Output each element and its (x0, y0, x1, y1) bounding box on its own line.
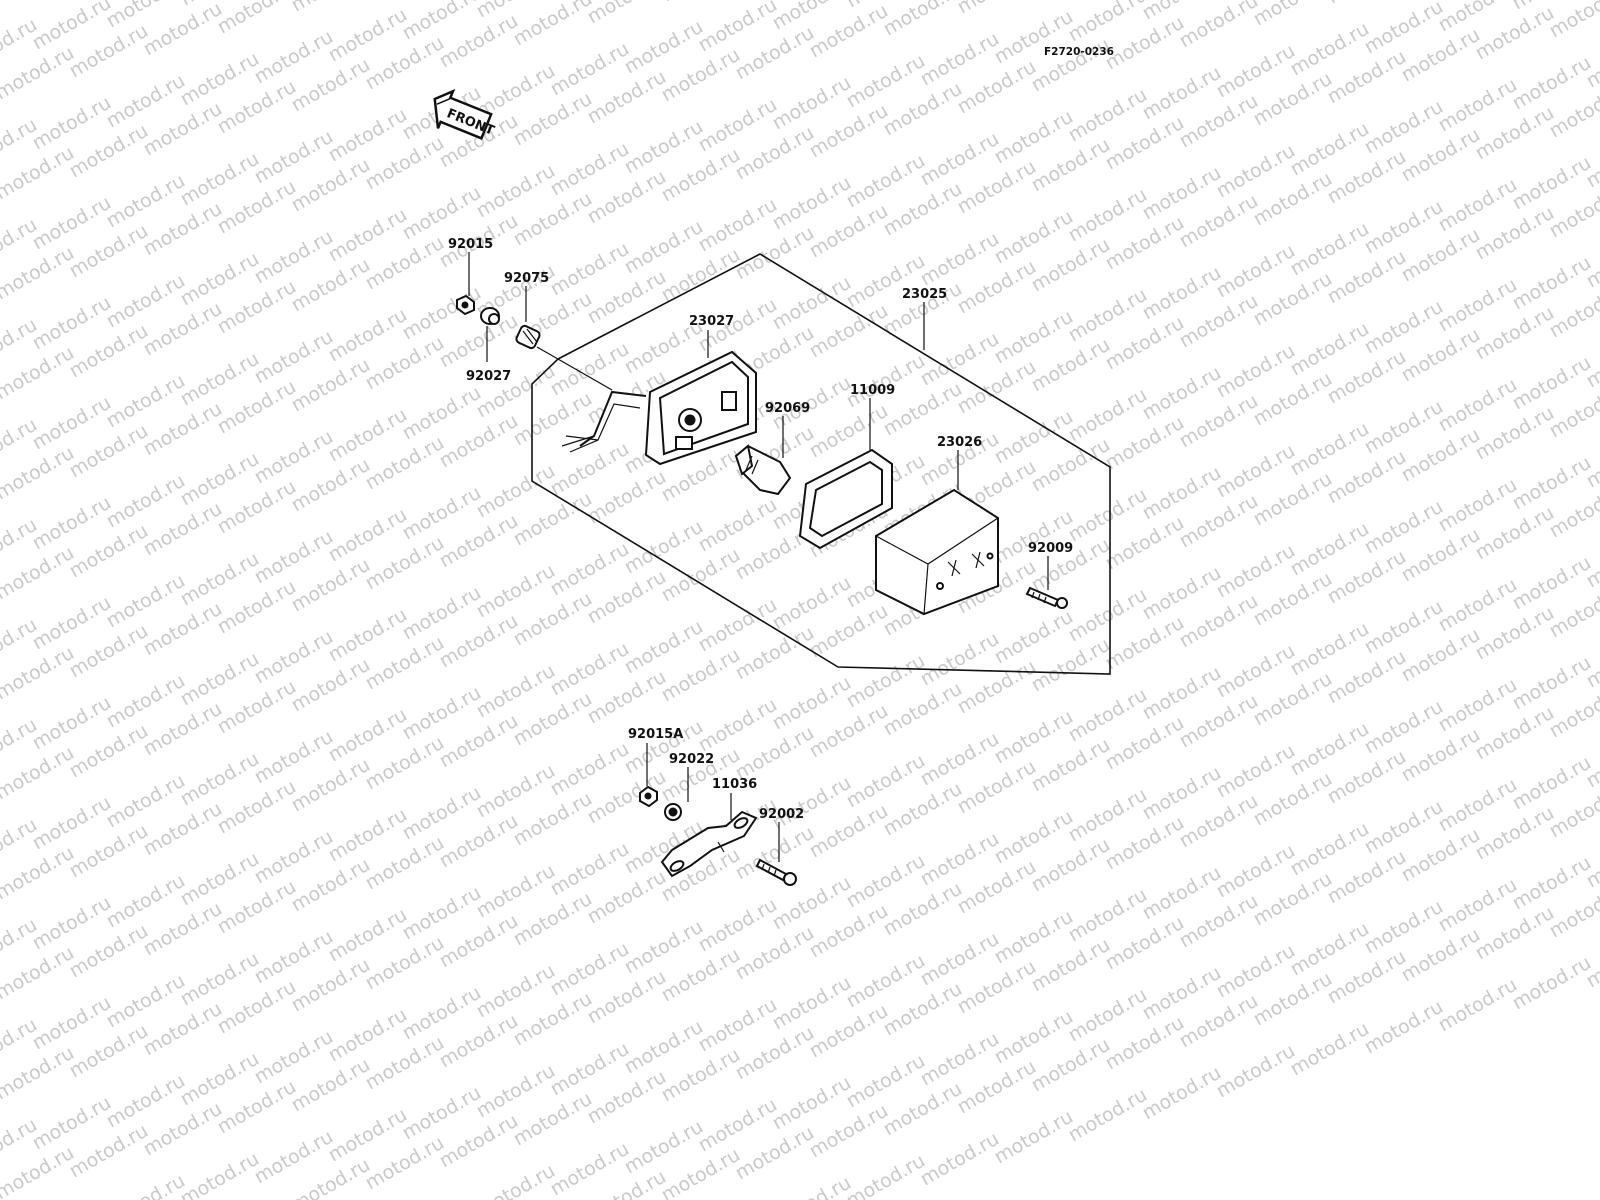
watermark-text: motod.ru (1287, 1018, 1373, 1081)
watermark-text: motod.ru (1065, 1084, 1151, 1147)
label-92069: 92069 (765, 401, 810, 416)
label-92009: 92009 (1028, 541, 1073, 556)
watermark-text: motod.ru (917, 1128, 1003, 1191)
watermark-text: motod.ru (991, 1106, 1077, 1169)
label-23025: 23025 (902, 287, 947, 302)
watermark-text: motod.ru (1176, 0, 1262, 52)
watermark-text: motod.ru (1324, 0, 1410, 8)
label-11009: 11009 (850, 383, 895, 398)
watermark-text: motod.ru (1139, 1062, 1225, 1125)
gasket-11009 (798, 448, 893, 550)
label-92002: 92002 (759, 807, 804, 822)
watermark-text: motod.ru (1361, 996, 1447, 1059)
label-92022: 92022 (669, 752, 714, 767)
watermark-text: motod.ru (1546, 0, 1600, 42)
watermark-text: motod.ru (0, 0, 78, 4)
watermark-text: motod.ru (658, 0, 744, 6)
watermark-text: motod.ru (103, 1170, 189, 1200)
watermark-text: motod.ru (1250, 0, 1336, 30)
watermark-text: motod.ru (288, 0, 374, 16)
label-23026: 23026 (937, 435, 982, 450)
assembly-outline (531, 253, 1111, 675)
wire-guide (536, 346, 613, 391)
diagram-code: F2720-0236 (1044, 46, 1114, 58)
watermark-text: motod.ru (843, 1150, 929, 1200)
screw-92009 (1025, 586, 1068, 609)
watermark-text: motod.ru (214, 0, 300, 38)
washer-92022 (664, 803, 682, 821)
grommet-92075 (515, 324, 541, 350)
watermark-text: motod.ru (510, 0, 596, 50)
label-92015: 92015 (448, 237, 493, 252)
watermark-text: motod.ru (954, 0, 1040, 18)
label-11036: 11036 (712, 777, 757, 792)
lens-23026 (875, 488, 999, 616)
label-92027: 92027 (466, 369, 511, 384)
watermark-text: motod.ru (177, 1148, 263, 1200)
watermark-text: motod.ru (769, 1172, 855, 1200)
nut-92015A (639, 785, 658, 808)
watermark-text: motod.ru (473, 1160, 559, 1200)
label-23027: 23027 (689, 314, 734, 329)
watermark-text: motod.ru (1509, 952, 1595, 1015)
watermark-text: motod.ru (584, 0, 670, 28)
washer-92027 (480, 307, 500, 325)
bracket-11036 (660, 810, 758, 878)
label-92075: 92075 (504, 271, 549, 286)
watermark-text: motod.ru (0, 1164, 4, 1200)
watermark-text: motod.ru (880, 0, 966, 40)
leader-lines (468, 252, 1049, 862)
bolt-92002 (755, 858, 797, 886)
watermark-text: motod.ru (1213, 1040, 1299, 1103)
label-92015A: 92015A (628, 727, 683, 742)
front-arrow: FRONT (433, 88, 496, 140)
nut-92015 (456, 294, 475, 316)
bulb-92069 (734, 444, 792, 496)
lamp-base-23027 (561, 350, 757, 466)
watermark-text: motod.ru (1435, 974, 1521, 1037)
